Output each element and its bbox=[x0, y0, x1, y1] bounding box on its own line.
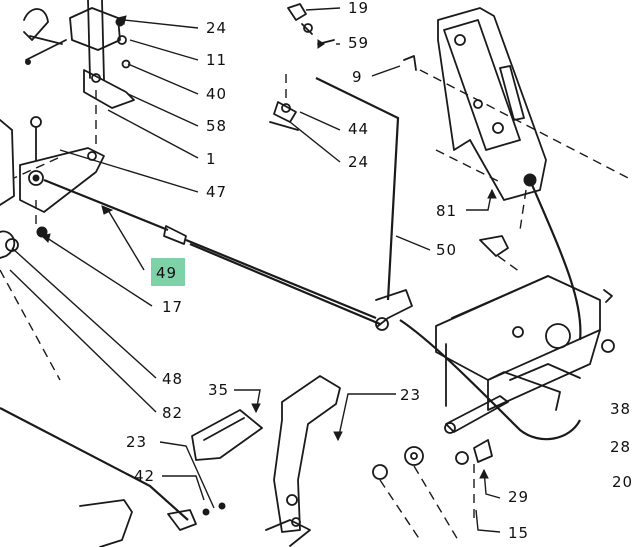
label-35: 35 bbox=[208, 381, 229, 399]
label-29: 29 bbox=[508, 488, 529, 506]
label-20: 20 bbox=[612, 473, 632, 491]
label-42: 42 bbox=[134, 467, 155, 485]
label-23: 23 bbox=[400, 386, 421, 404]
control-rod-50 bbox=[315, 77, 413, 331]
throttle-cable-49 bbox=[43, 178, 381, 326]
upper-right-bracket-81 bbox=[403, 7, 632, 231]
label-23b: 23 bbox=[126, 433, 147, 451]
label-44: 44 bbox=[348, 120, 369, 138]
label-15: 15 bbox=[508, 524, 529, 542]
label-19: 19 bbox=[348, 0, 369, 17]
label-58: 58 bbox=[206, 117, 227, 135]
label-48: 48 bbox=[162, 370, 183, 388]
label-1: 1 bbox=[206, 150, 217, 168]
label-28: 28 bbox=[610, 438, 631, 456]
small-hardware-19-59-44 bbox=[269, 3, 335, 131]
label-24: 24 bbox=[206, 19, 227, 37]
highlight-49 bbox=[151, 258, 185, 286]
pivot-shaft-15 bbox=[372, 395, 509, 541]
upper-linkage-assembly bbox=[23, 0, 135, 150]
label-47: 47 bbox=[206, 183, 227, 201]
label-9: 9 bbox=[352, 68, 363, 86]
lower-rod-82 bbox=[0, 269, 226, 547]
pedal-pivot-housing bbox=[399, 179, 615, 441]
brake-pedal-35 bbox=[191, 375, 341, 547]
label-59: 59 bbox=[348, 34, 369, 52]
left-pivot-plate bbox=[0, 116, 105, 259]
label-50: 50 bbox=[436, 241, 457, 259]
label-40: 40 bbox=[206, 85, 227, 103]
leader-lines bbox=[9, 7, 501, 533]
label-82: 82 bbox=[162, 404, 183, 422]
label-81: 81 bbox=[436, 202, 457, 220]
label-11: 11 bbox=[206, 51, 227, 69]
part-labels: 24 11 40 58 1 47 19 59 9 44 24 81 50 49 … bbox=[126, 0, 632, 542]
label-38: 38 bbox=[610, 400, 631, 418]
label-49: 49 bbox=[156, 264, 177, 282]
label-17: 17 bbox=[162, 298, 183, 316]
label-24b: 24 bbox=[348, 153, 369, 171]
